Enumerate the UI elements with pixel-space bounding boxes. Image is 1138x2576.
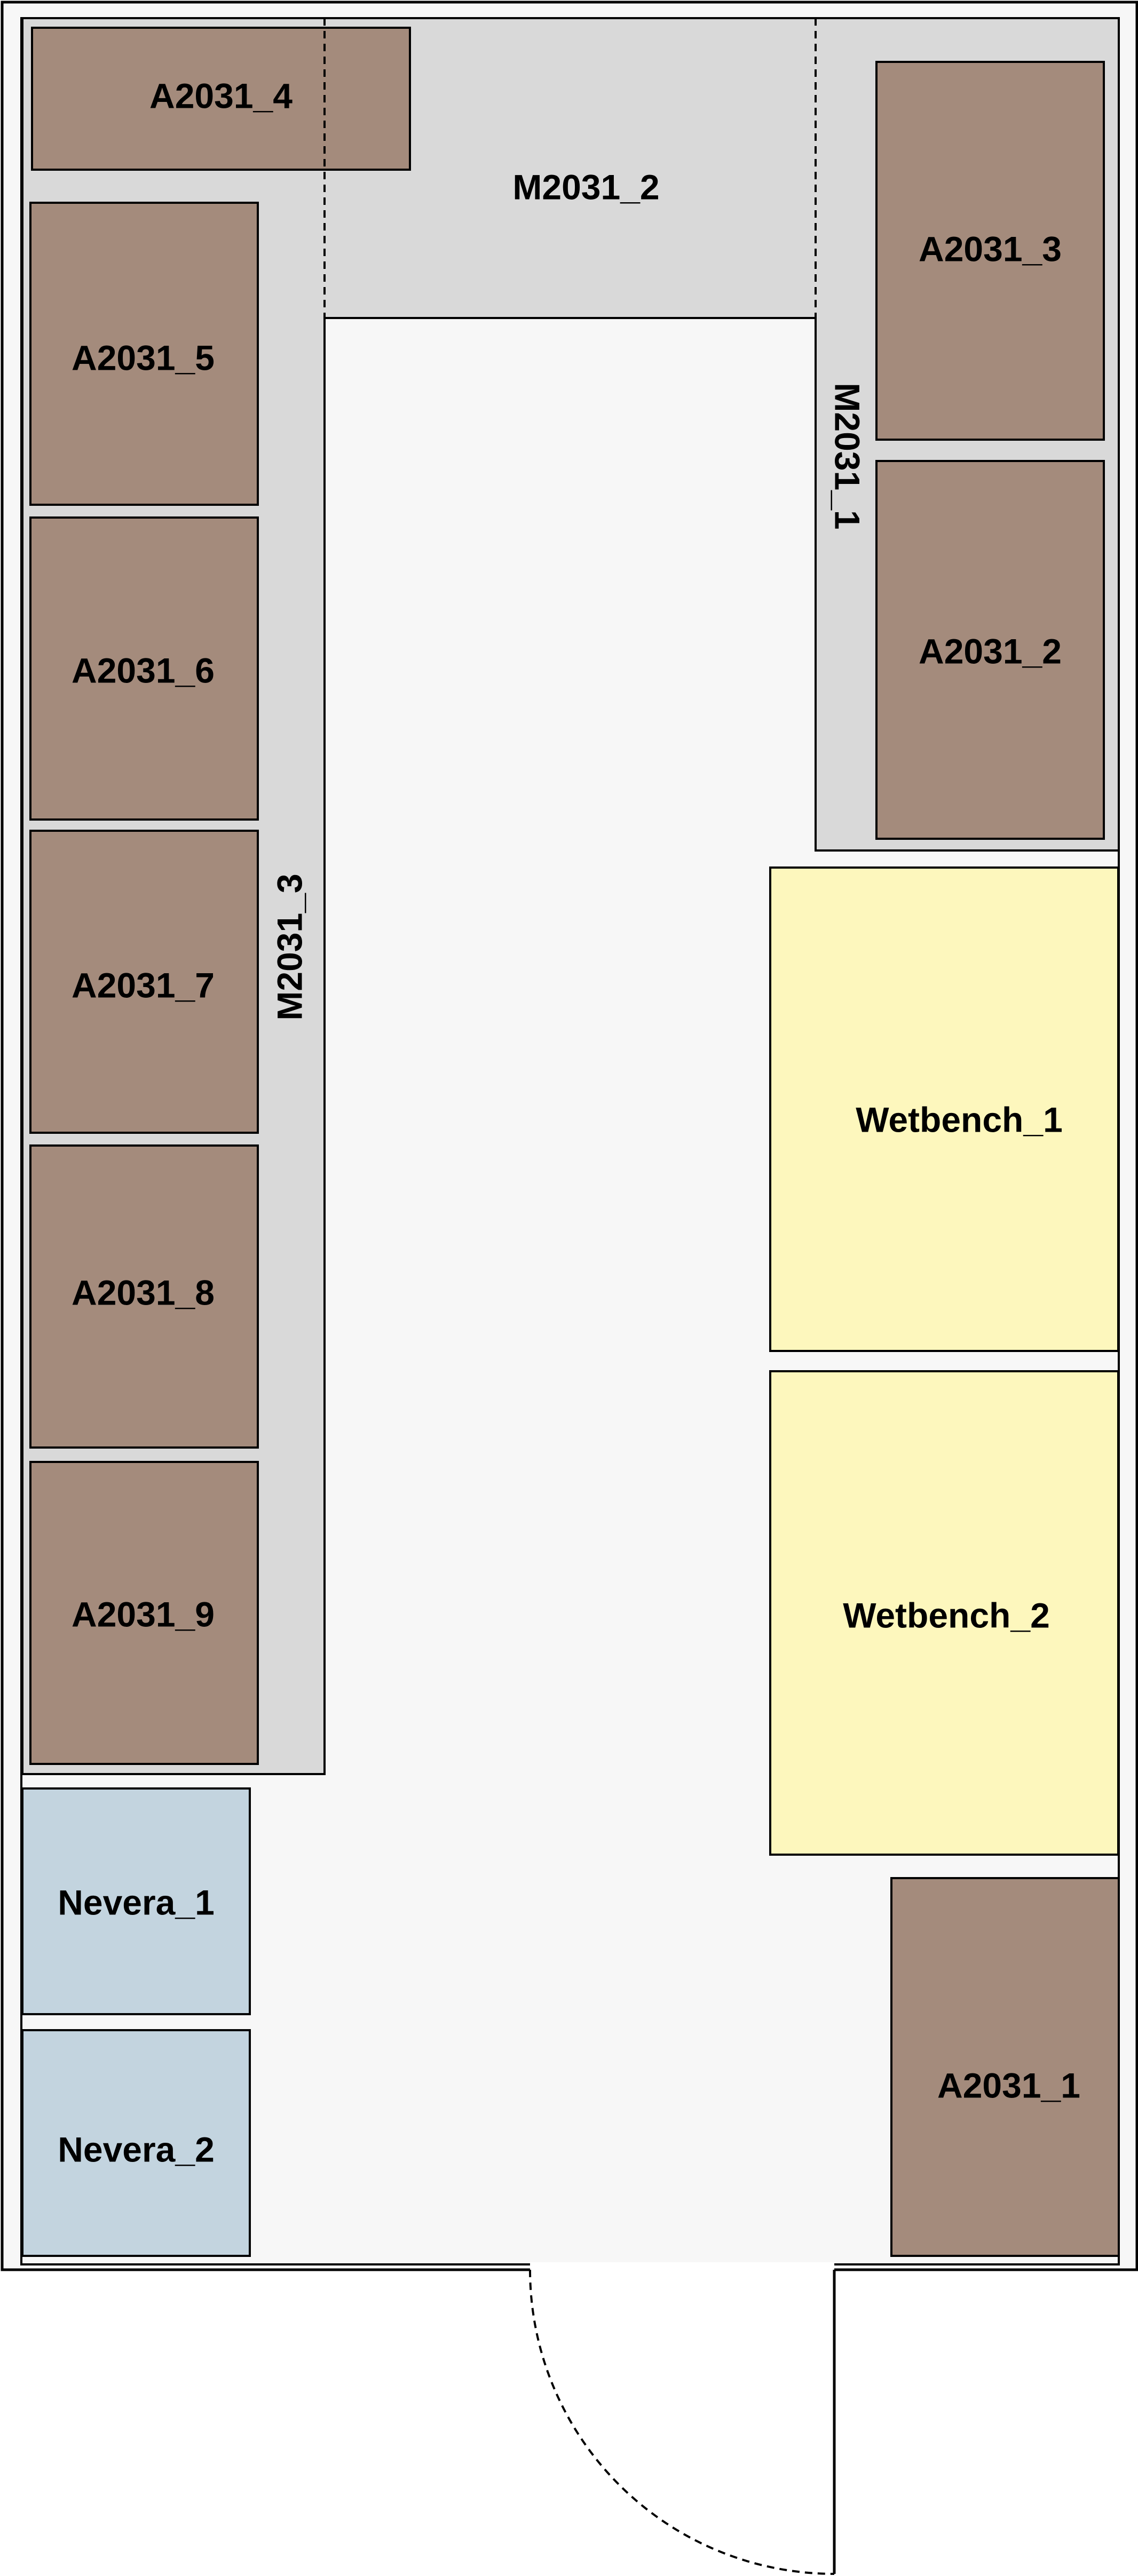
door-opening-gap [530,2262,834,2278]
cabinet-a2031-8 [29,1144,259,1449]
label-a2031-5: A2031_5 [72,338,215,377]
cabinet-a2031-3 [875,61,1105,441]
wetbench-2 [769,1370,1119,1856]
fridge-nevera-1 [21,1787,251,2015]
label-a2031-4: A2031_4 [149,76,293,115]
label-a2031-6: A2031_6 [72,650,215,690]
door-swing-arc [529,2269,835,2575]
wetbench-1 [769,866,1119,1352]
label-wetbench-2: Wetbench_2 [843,1595,1050,1635]
label-a2031-9: A2031_9 [72,1594,215,1634]
cabinet-a2031-7 [29,830,259,1134]
cabinet-a2031-6 [29,516,259,821]
label-a2031-7: A2031_7 [72,965,215,1005]
cabinet-a2031-5 [29,202,259,506]
label-a2031-3: A2031_3 [919,229,1062,268]
label-a2031-2: A2031_2 [919,631,1062,671]
cabinet-a2031-9 [29,1461,259,1765]
label-m2031-2: M2031_2 [512,167,659,206]
label-m2031-3: M2031_3 [270,873,309,1020]
label-nevera-2: Nevera_2 [58,2129,215,2169]
cabinet-a2031-4 [31,27,411,171]
label-a2031-8: A2031_8 [72,1273,215,1312]
label-nevera-1: Nevera_1 [58,1882,215,1922]
cabinet-a2031-2 [875,460,1105,840]
fridge-nevera-2 [21,2029,251,2257]
cabinet-a2031-1 [890,1877,1120,2257]
label-wetbench-1: Wetbench_1 [856,1100,1063,1139]
label-m2031-1: M2031_1 [828,383,867,529]
label-a2031-1: A2031_1 [937,2065,1080,2105]
